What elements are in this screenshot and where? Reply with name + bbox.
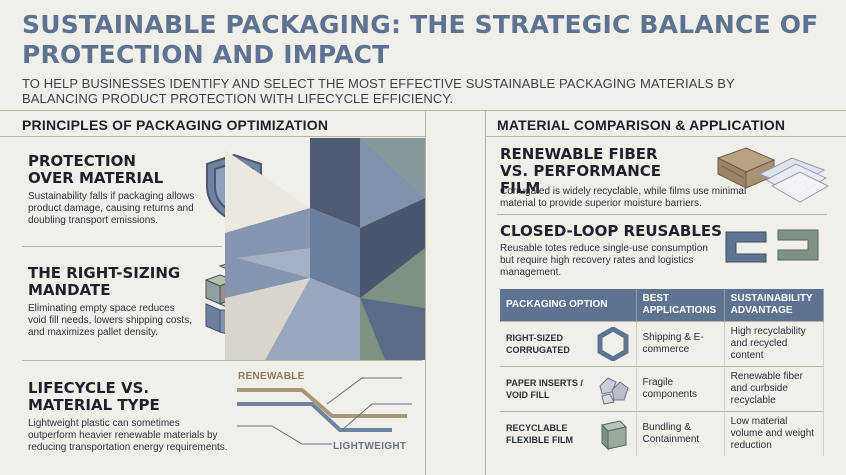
table-row: Right-Sized Corrugated Shipping & E-comm… xyxy=(500,321,825,367)
block-text-protection: Sustainability falls if packaging allows… xyxy=(28,191,195,226)
block-text-fiber-film: Corrugated is widely recyclable, while f… xyxy=(500,186,747,209)
film-cube-icon xyxy=(600,420,627,451)
page-subtitle: To help businesses identify and select t… xyxy=(22,76,735,106)
cell-advantage: High recyclability and recycled content xyxy=(724,321,825,367)
page-title: Sustainable Packaging: The Strategic Bal… xyxy=(22,10,819,69)
cell-applications: Bundling & Containment xyxy=(636,411,725,456)
divider-head-left xyxy=(0,136,425,137)
section-heading-comparison: Material Comparison & Application xyxy=(497,117,786,133)
divider-left-1 xyxy=(22,246,222,247)
block-text-lifecycle: Lightweight plastic can sometimes outper… xyxy=(28,418,228,453)
block-text-reusables: Reusable totes reduce single-use consump… xyxy=(500,243,708,278)
divider-head-right xyxy=(485,136,846,137)
cell-option: Paper Inserts / Void Fill xyxy=(500,366,637,412)
divider-vertical-right xyxy=(485,110,486,475)
label-lightweight: LIGHTWEIGHT xyxy=(333,441,407,452)
cell-applications: Shipping & E-commerce xyxy=(636,321,725,367)
option-label: Paper Inserts / Void Fill xyxy=(506,378,583,400)
comparison-table: Packaging Option Best Applications Susta… xyxy=(500,289,825,456)
lifecycle-lines-diagram xyxy=(237,377,412,445)
divider-right-1 xyxy=(497,214,827,215)
crumpled-paper-icon xyxy=(598,377,629,405)
geometric-box-illustration xyxy=(225,138,425,360)
hexagon-icon xyxy=(597,327,628,361)
option-label: Recyclable Flexible Film xyxy=(506,423,573,445)
cell-option: Right-Sized Corrugated xyxy=(500,321,637,367)
label-renewable: RENEWABLE xyxy=(238,371,305,382)
cell-advantage: Low material volume and weight reduction xyxy=(724,411,825,456)
column-header-option: Packaging Option xyxy=(500,289,637,322)
divider-left-2 xyxy=(22,360,422,361)
block-title-protection: Protection over Material xyxy=(28,152,164,187)
option-label: Right-Sized Corrugated xyxy=(506,333,570,355)
divider-top xyxy=(0,110,846,111)
column-header-advantage: Sustainability Advantage xyxy=(724,289,825,322)
block-title-fiber-film: Renewable Fiber vs. Performance Film xyxy=(500,145,662,197)
cell-option: Recyclable Flexible Film xyxy=(500,411,637,456)
closed-loop-icon xyxy=(725,229,819,263)
table-row: Recyclable Flexible Film Bundling & Cont… xyxy=(500,411,825,456)
materials-sample-icon xyxy=(716,147,830,203)
block-title-lifecycle: Lifecycle vs. Material Type xyxy=(28,379,160,414)
cell-advantage: Renewable fiber and curbside recyclable xyxy=(724,366,825,412)
table-row: Paper Inserts / Void Fill Fragile compon… xyxy=(500,366,825,412)
block-title-reusables: Closed-Loop Reusables xyxy=(500,222,722,240)
column-header-applications: Best Applications xyxy=(636,289,725,322)
cell-applications: Fragile components xyxy=(636,366,725,412)
section-heading-principles: Principles of Packaging Optimization xyxy=(22,117,329,133)
block-title-right-sizing: The Right-Sizing Mandate xyxy=(28,264,181,299)
divider-vertical-left xyxy=(425,110,426,475)
table-header-row: Packaging Option Best Applications Susta… xyxy=(500,289,825,322)
block-text-right-sizing: Eliminating empty space reduces void fil… xyxy=(28,303,192,338)
